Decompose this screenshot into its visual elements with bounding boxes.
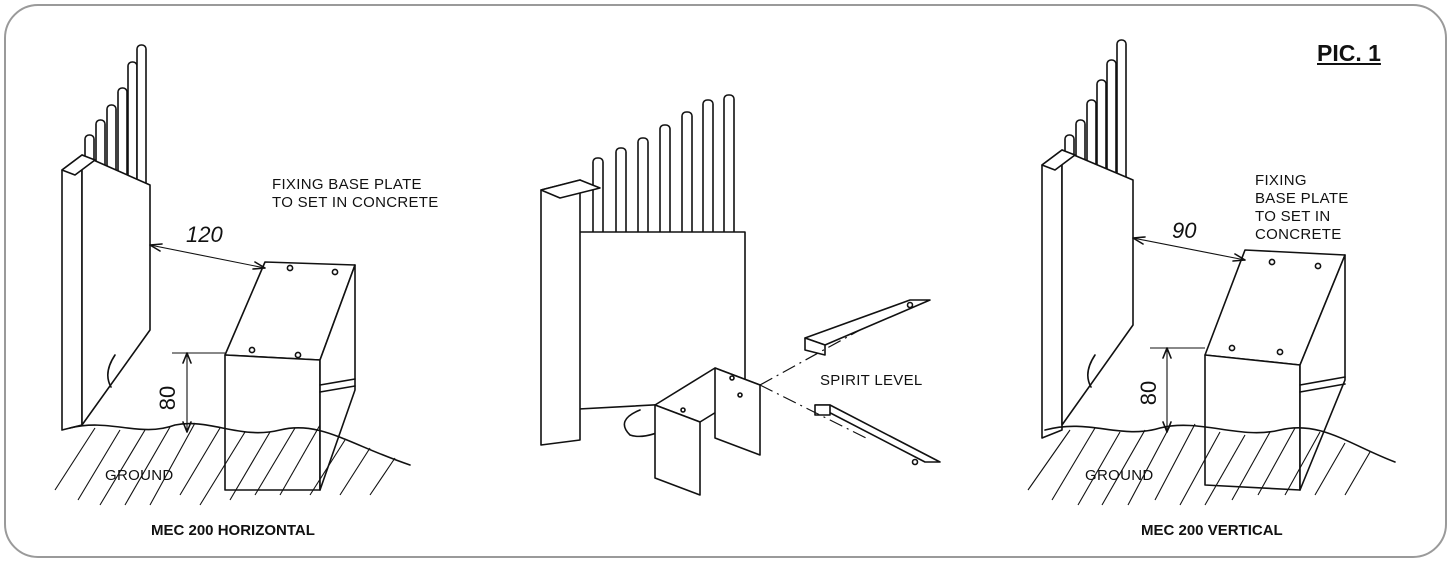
right-plate-label: FIXING BASE PLATE TO SET IN CONCRETE (1255, 172, 1349, 243)
left-dimensions (149, 243, 266, 433)
right-caption: MEC 200 VERTICAL (1141, 522, 1283, 539)
left-barrier-unit (61, 44, 151, 431)
right-height-value: 80 (1136, 380, 1162, 406)
left-base-plate (224, 261, 356, 491)
right-dimensions (1132, 236, 1246, 433)
left-distance-value: 120 (186, 222, 223, 247)
spirit-level-label: SPIRIT LEVEL (820, 372, 923, 389)
left-caption: MEC 200 HORIZONTAL (151, 522, 315, 539)
right-ground (1027, 423, 1396, 506)
right-distance-value: 90 (1172, 218, 1197, 243)
right-base-plate (1204, 249, 1346, 491)
center-base-plate (654, 367, 761, 496)
right-ground-label: GROUND (1085, 467, 1154, 484)
right-barrier-unit (1041, 39, 1134, 439)
left-plate-label: FIXING BASE PLATE TO SET IN CONCRETE (272, 176, 439, 211)
left-height-value: 80 (155, 385, 181, 411)
figure-label: PIC. 1 (1317, 40, 1381, 66)
center-barrier-unit (540, 94, 746, 446)
left-ground (54, 422, 411, 506)
figure-frame (4, 4, 1447, 558)
left-ground-label: GROUND (105, 467, 174, 484)
spirit-level-parts (759, 299, 941, 466)
